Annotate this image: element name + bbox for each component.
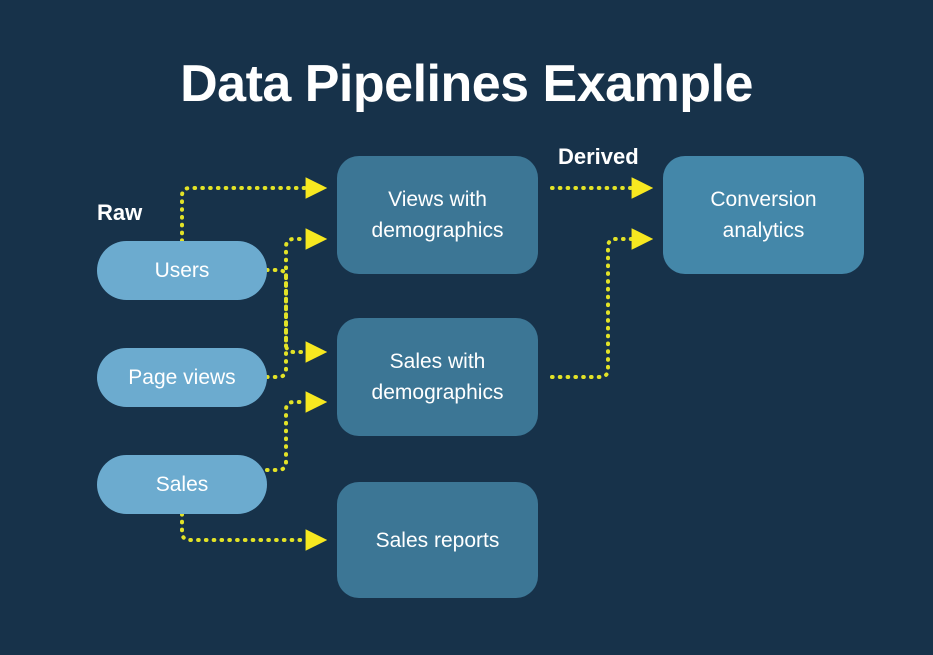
node-sales-label: Sales	[155, 472, 209, 496]
node-page-views-label: Page views	[128, 365, 236, 389]
page-title: Data Pipelines Example	[180, 55, 753, 113]
edge-sales-to-sales-reports	[180, 512, 328, 551]
node-sales-reports[interactable]: Sales reports	[337, 482, 538, 598]
node-sales-with-demographics[interactable]: Sales with demographics	[337, 318, 538, 436]
node-conversion-analytics-label: Conversion analytics	[710, 188, 817, 242]
node-views-with-demographics-label: Views with demographics	[371, 188, 504, 242]
edge-users-to-views-demographics	[180, 177, 328, 243]
node-users[interactable]: Users	[97, 241, 267, 300]
node-conversion-analytics[interactable]: Conversion analytics	[663, 156, 864, 274]
node-sales-with-demographics-label: Sales with demographics	[371, 350, 504, 404]
node-views-with-demographics[interactable]: Views with demographics	[337, 156, 538, 274]
group-label-raw: Raw	[97, 200, 143, 225]
group-label-derived: Derived	[558, 144, 639, 169]
edge-users-to-sales-demographics	[265, 268, 328, 363]
edge-sales-to-sales-demographics	[265, 391, 328, 472]
node-page-views[interactable]: Page views	[97, 348, 267, 407]
node-users-label: Users	[154, 258, 210, 282]
edge-sales-demographics-to-conversion	[550, 228, 654, 379]
edge-page-views-to-views-demographics	[265, 228, 328, 379]
node-sales-reports-label: Sales reports	[375, 528, 500, 552]
node-sales[interactable]: Sales	[97, 455, 267, 514]
